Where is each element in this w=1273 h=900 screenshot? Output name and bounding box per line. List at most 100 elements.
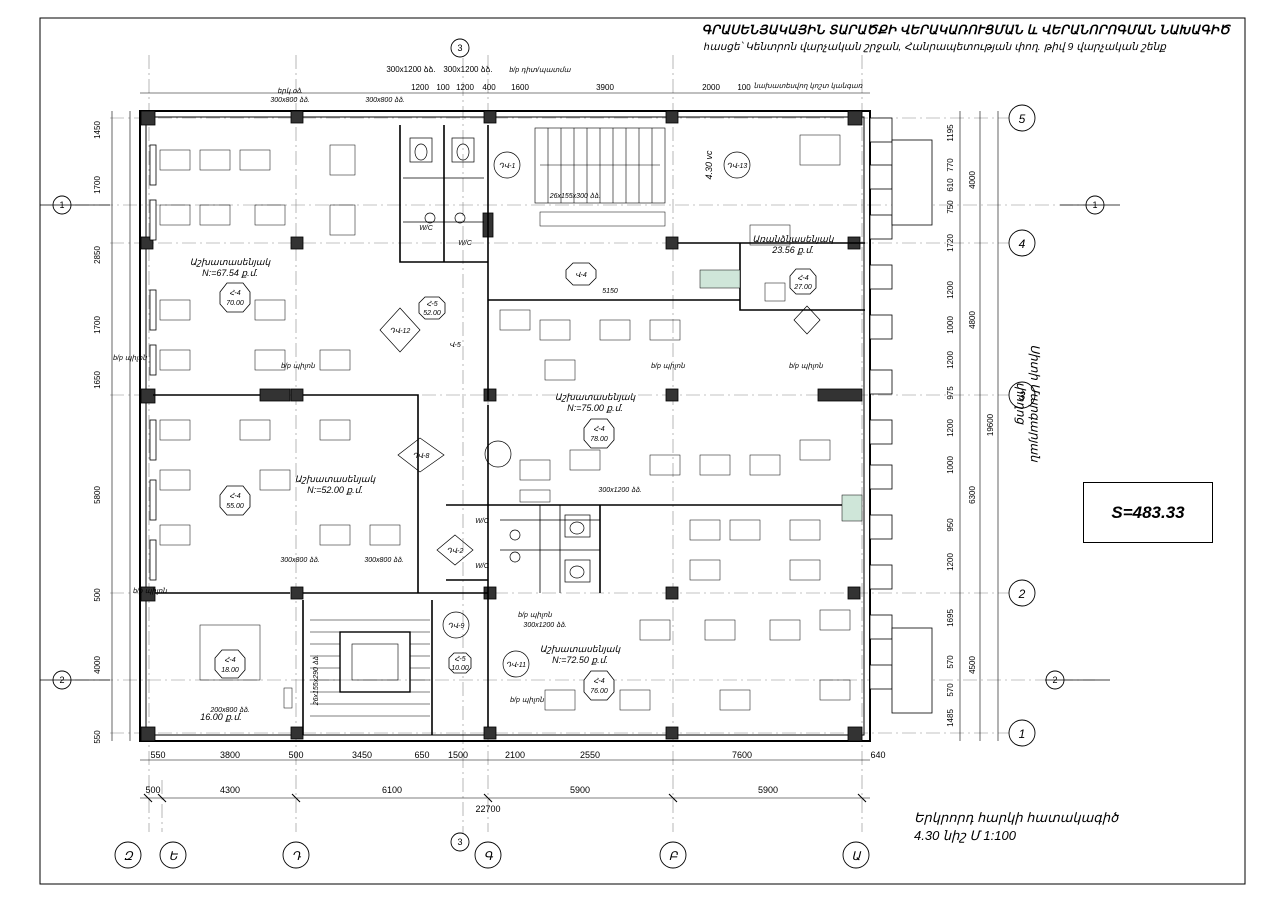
axis-label-2: 2: [1018, 587, 1026, 601]
workstation-furniture: [159, 134, 863, 711]
note-pylon-2: b/p պիլոն: [281, 362, 315, 370]
note-wc-2: W/C: [458, 240, 473, 247]
dim-left-5: 1650: [93, 371, 102, 389]
room-1-name: Աշխատասենյակ: [190, 257, 272, 267]
tag-v4: Վ-4: [575, 271, 587, 279]
note-1: երկ.օձ.: [277, 87, 303, 95]
dim-top-3: 1200: [411, 83, 429, 92]
note-wc-3: W/C: [475, 518, 490, 525]
room-3-area: N:=75.00 ք.մ.: [567, 403, 623, 413]
room-6-area: 16.00 ք.մ.: [200, 712, 241, 722]
axis-label-b: Բ: [669, 849, 679, 863]
dim-ro-14: 1695: [946, 609, 955, 627]
note-3: 300x800 ձձ.: [365, 96, 404, 104]
room-3-tag: Հ-4: [593, 425, 604, 433]
room-3-tag-value: 78.00: [590, 436, 608, 443]
dim-top-2: 300x1200 ձձ.: [443, 65, 492, 74]
axis-label-4: 4: [1019, 237, 1026, 251]
dim-ro-15: 570: [946, 655, 955, 669]
outer-walls: [139, 110, 871, 742]
total-area-box: S=483.33: [1083, 482, 1213, 543]
dim-right-5: 4500: [968, 656, 977, 674]
dim-left-8: 4000: [93, 656, 102, 674]
dim-left-2: 1700: [93, 176, 102, 194]
tag-dv1: ԴՎ-1: [499, 162, 516, 170]
axis-label-d: Դ: [291, 849, 301, 863]
dim-ro-17: 1485: [946, 709, 955, 727]
room-3-name: Աշխատասենյակ: [555, 392, 637, 402]
dim-ro-5: 1720: [946, 234, 955, 252]
axis-label-5: 5: [1019, 112, 1026, 126]
street-label: Սիտի Մարգարյան փողոց: [1014, 344, 1042, 462]
dim-right-2: 4800: [968, 311, 977, 329]
room-4-tag-value: 76.00: [590, 688, 608, 695]
section-arrows: [40, 204, 1120, 681]
section-mark-3-bottom: 3: [457, 837, 462, 847]
tag-v5: Վ-5: [449, 341, 461, 349]
dim-axis-3: 6100: [382, 785, 402, 795]
section-mark-1-left: 1: [59, 200, 64, 210]
room-4-tag: Հ-4: [593, 677, 604, 685]
dimension-lines: [111, 92, 999, 803]
section-mark-3-top: 3: [457, 43, 462, 53]
room-2-area: N:=52.00 ք.մ.: [307, 485, 363, 495]
dim-open-3: 500: [288, 750, 303, 760]
dim-open-6: 1500: [448, 750, 468, 760]
tag-dv13: ԴՎ-13: [727, 162, 748, 170]
tag-dv11: ԴՎ-11: [506, 661, 526, 669]
axis-label-a: Ա: [851, 849, 861, 863]
section-mark-1-right: 1: [1092, 200, 1097, 210]
room-2-tag-value: 55.00: [226, 503, 244, 510]
sheet-caption: Երկրորդ հարկի հատակագիծ: [914, 810, 1119, 825]
dim-top-10: 100: [737, 83, 751, 92]
windows: [149, 117, 933, 714]
dim-ro-12: 950: [946, 518, 955, 532]
tag-dv9: ԴՎ-9: [448, 622, 465, 630]
interior-partitions: [153, 125, 865, 735]
note-wc-4: W/C: [475, 563, 490, 570]
axis-label-e: Ե: [169, 849, 179, 863]
tag-diamonds: [379, 151, 821, 678]
tag-h5-a: Հ-5: [426, 300, 437, 308]
note-pylon-6: b/p պիլոն: [510, 696, 544, 704]
dim-open-9: 7600: [732, 750, 752, 760]
room-1-tag: Հ-4: [229, 289, 240, 297]
note-7: 200x800 ձձ.: [209, 706, 249, 714]
dim-open-10: 640: [870, 750, 885, 760]
room-5-tag-value: 27.00: [793, 284, 812, 291]
stairs: [310, 127, 666, 717]
dim-top-5: 1200: [456, 83, 474, 92]
tag-h5-b: Հ-5: [454, 655, 465, 663]
room-5-area: 23.56 ք.մ.: [771, 245, 813, 255]
thin-partitions: [403, 177, 600, 593]
note-pylon-3: b/p պիլոն: [651, 362, 685, 370]
dim-ro-7: 1000: [946, 316, 955, 334]
dim-overall: 22700: [475, 804, 500, 814]
dim-ro-16: 570: [946, 683, 955, 697]
dim-top-4: 100: [436, 83, 450, 92]
dim-left-1: 1450: [93, 121, 102, 139]
dim-left-9: 550: [93, 730, 102, 744]
note-5: 300x800 ձձ.: [280, 556, 319, 564]
note-pylon-5: b/p պիլոն: [518, 611, 552, 619]
room-1-area: N:=67.54 ք.մ.: [202, 268, 258, 278]
room-4-area: N:=72.50 ք.մ.: [552, 655, 608, 665]
dim-top-8: 3900: [596, 83, 614, 92]
scale-caption: 4.30 նիշ Մ 1:100: [914, 828, 1016, 843]
dim-ro-3: 610: [946, 178, 955, 192]
dim-top-9: 2000: [702, 83, 720, 92]
dim-ro-1: 1195: [946, 124, 955, 142]
axis-label-g: Գ: [483, 849, 493, 863]
note-4: 300x1200 ձձ.: [598, 486, 641, 494]
dim-open-5: 650: [414, 750, 429, 760]
dim-left-3: 2850: [93, 246, 102, 264]
room-1-tag-value: 70.00: [226, 300, 244, 307]
dim-open-7: 2100: [505, 750, 525, 760]
tag-dv2: ԴՎ-2: [447, 547, 464, 555]
dim-top-1: 300x1200 ձձ.: [386, 65, 435, 74]
dim-open-8: 2550: [580, 750, 600, 760]
dim-left-7: 500: [93, 588, 102, 602]
room-tag-markers: [214, 262, 817, 701]
axis-label-3: 3: [1019, 389, 1026, 403]
